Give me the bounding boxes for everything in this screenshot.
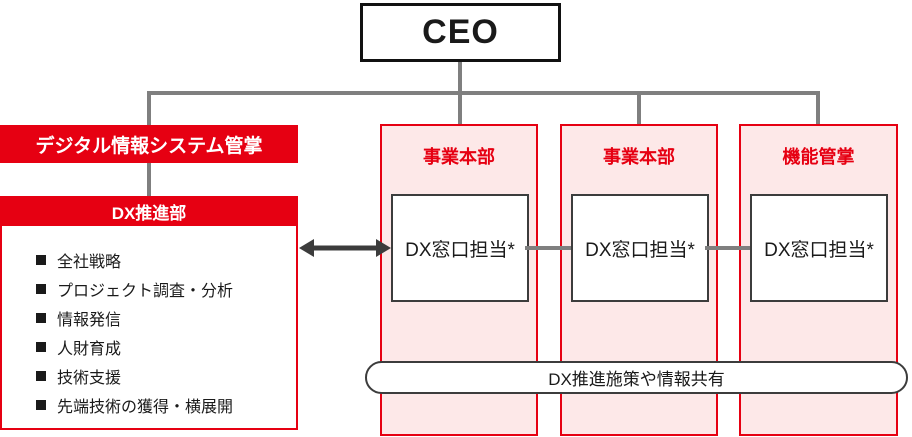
dx-contact-label: DX窓口担当* (764, 239, 874, 261)
list-item-label: 技術支援 (57, 369, 122, 387)
list-item-label: プロジェクト調査・分析 (57, 282, 234, 300)
dx-contact-box: DX窓口担当* (750, 194, 888, 302)
column-title: 機能管掌 (782, 147, 855, 167)
ceo-label: CEO (422, 13, 499, 51)
list-item: 全社戦略 (36, 245, 290, 274)
dept-responsibility-list: 全社戦略 プロジェクト調査・分析 情報発信 人財育成 技術支援 先端技術の獲得・… (2, 226, 296, 419)
shared-note-pill: DX推進施策や情報共有 (365, 361, 908, 394)
bullet-square-icon (36, 283, 46, 294)
column-title: 事業本部 (603, 147, 675, 167)
list-item: 人財育成 (36, 332, 290, 361)
digital-info-system-banner: デジタル情報システム管掌 (0, 125, 298, 163)
dx-promotion-dept-header: DX推進部 (0, 196, 298, 226)
connector-drop-left-branch (147, 91, 151, 125)
connector-contact-1-2 (525, 246, 571, 250)
list-item-label: 人財育成 (57, 340, 122, 358)
dx-promotion-dept-box: DX推進部 全社戦略 プロジェクト調査・分析 情報発信 人財育成 技術支援 先端… (0, 196, 298, 430)
column-title: 事業本部 (423, 147, 495, 167)
bullet-square-icon (36, 254, 46, 265)
dx-promotion-dept-body: 全社戦略 プロジェクト調査・分析 情報発信 人財育成 技術支援 先端技術の獲得・… (0, 226, 298, 430)
list-item: 情報発信 (36, 303, 290, 332)
bullet-square-icon (36, 341, 46, 352)
dx-contact-label: DX窓口担当* (405, 239, 515, 261)
dx-contact-box: DX窓口担当* (391, 194, 529, 302)
connector-contact-2-3 (705, 246, 750, 250)
connector-banner-to-dept (147, 163, 151, 196)
dx-contact-box: DX窓口担当* (571, 194, 709, 302)
bidirectional-arrow-icon (299, 239, 391, 257)
connector-horizontal (147, 91, 820, 95)
list-item: 技術支援 (36, 361, 290, 390)
dx-contact-label: DX窓口担当* (585, 239, 695, 261)
list-item-label: 情報発信 (57, 311, 122, 329)
bullet-square-icon (36, 370, 46, 381)
connector-drop-column-2 (637, 91, 641, 124)
shared-note-label: DX推進施策や情報共有 (548, 370, 725, 389)
dept-title: DX推進部 (111, 203, 187, 223)
list-item-label: 先端技術の獲得・横展開 (57, 398, 234, 416)
bullet-square-icon (36, 399, 46, 410)
bullet-square-icon (36, 312, 46, 323)
list-item-label: 全社戦略 (57, 253, 122, 271)
list-item: プロジェクト調査・分析 (36, 274, 290, 303)
list-item: 先端技術の獲得・横展開 (36, 390, 290, 419)
banner-label: デジタル情報システム管掌 (35, 135, 263, 157)
ceo-box: CEO (360, 3, 561, 62)
connector-drop-column-3 (816, 91, 820, 124)
